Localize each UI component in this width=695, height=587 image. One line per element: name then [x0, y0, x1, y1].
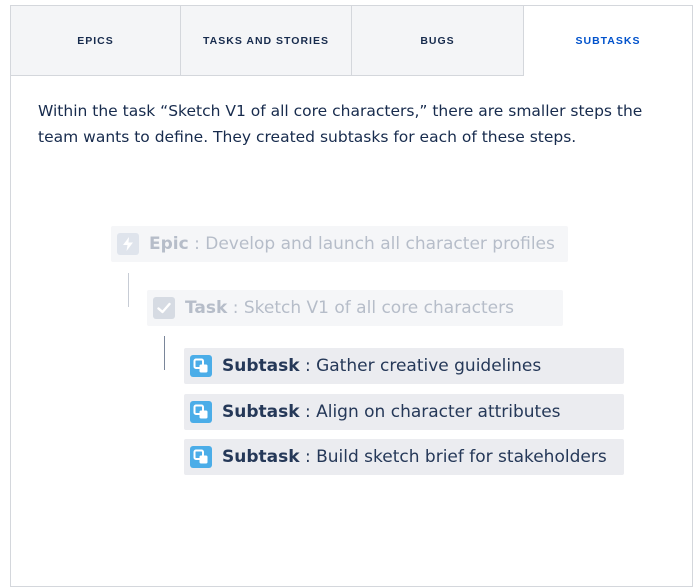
subtask-type-label: Subtask — [222, 356, 300, 376]
subtask-row: Subtask : Gather creative guidelines — [184, 348, 624, 384]
epic-separator: : — [188, 234, 206, 254]
subtask-row: Subtask : Build sketch brief for stakeho… — [184, 439, 624, 475]
epic-row: Epic : Develop and launch all character … — [111, 226, 568, 262]
subtask-icon — [190, 401, 212, 423]
subtask-separator: : — [299, 356, 317, 376]
task-separator: : — [227, 298, 244, 318]
subtask-title: Gather creative guidelines — [316, 356, 542, 376]
epic-title: Develop and launch all character profile… — [205, 234, 555, 254]
subtask-icon — [190, 446, 212, 468]
subtask-separator: : — [299, 402, 317, 422]
hierarchy-connector-line — [164, 336, 165, 370]
task-type-label: Task — [185, 298, 228, 318]
subtask-type-label: Subtask — [222, 447, 300, 467]
tab-bugs[interactable]: BUGS — [352, 6, 524, 76]
subtask-separator: : — [299, 447, 317, 467]
tab-subtasks[interactable]: SUBTASKS — [524, 6, 692, 76]
checkbox-icon — [153, 297, 175, 319]
issue-types-card: EPICS TASKS AND STORIES BUGS SUBTASKS Wi… — [10, 5, 693, 587]
subtask-type-label: Subtask — [222, 402, 300, 422]
epic-type-label: Epic — [149, 234, 189, 254]
lightning-icon — [117, 233, 139, 255]
description-text: Within the task “Sketch V1 of all core c… — [38, 102, 643, 146]
hierarchy-connector-line — [128, 273, 129, 307]
subtask-title: Build sketch brief for stakeholders — [316, 447, 607, 467]
tab-tasks-and-stories[interactable]: TASKS AND STORIES — [181, 6, 352, 76]
tab-epics[interactable]: EPICS — [11, 6, 181, 76]
task-title: Sketch V1 of all core characters — [243, 298, 514, 318]
tab-bar: EPICS TASKS AND STORIES BUGS SUBTASKS — [11, 6, 692, 76]
subtask-icon — [190, 355, 212, 377]
task-row: Task : Sketch V1 of all core characters — [147, 290, 563, 326]
subtask-row: Subtask : Align on character attributes — [184, 394, 624, 430]
subtask-title: Align on character attributes — [316, 402, 561, 422]
